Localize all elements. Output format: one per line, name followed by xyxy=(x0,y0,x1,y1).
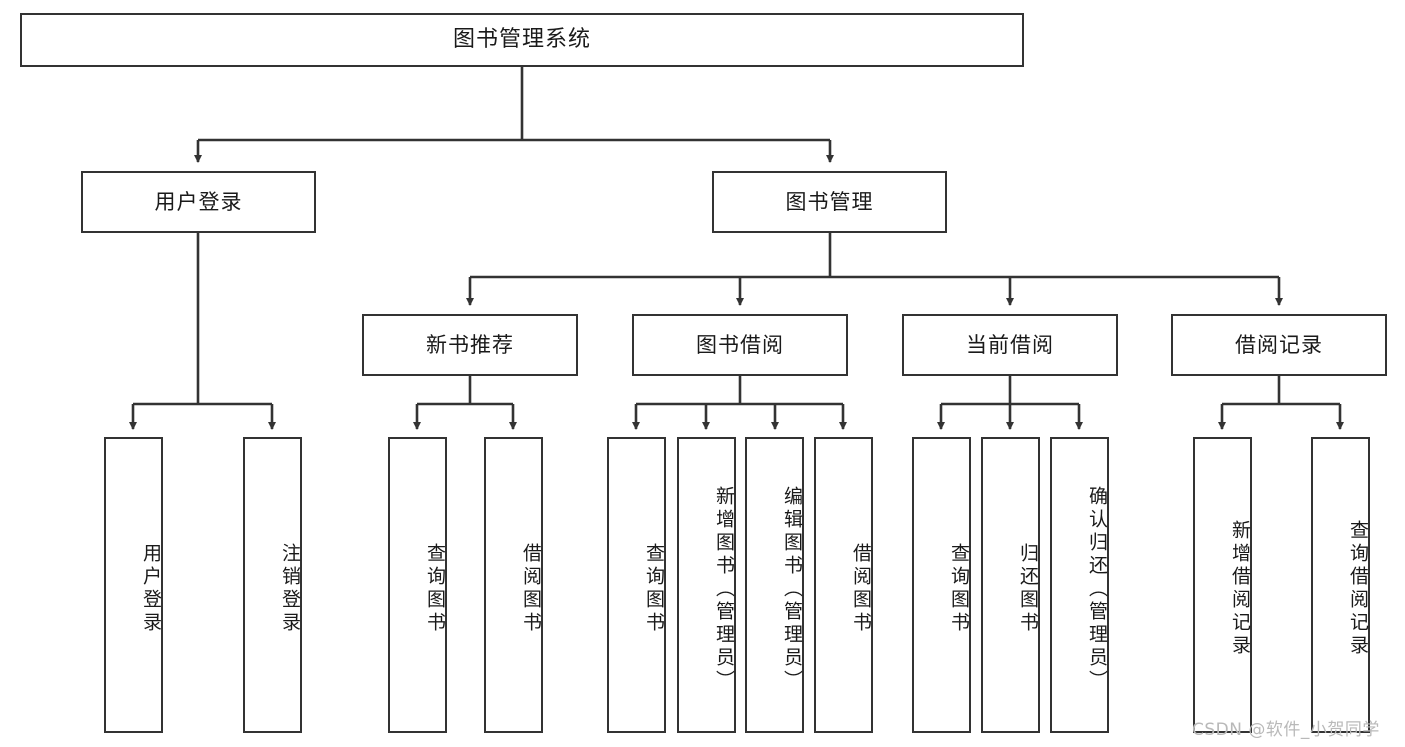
node-borrow-record[interactable]: 借阅记录 xyxy=(1171,314,1387,376)
leaf-recommend-borrow-book[interactable]: 借阅图书 xyxy=(484,437,543,733)
node-label: 编辑图书（管理员） xyxy=(781,485,803,693)
node-label: 查询图书 xyxy=(948,543,970,635)
node-label: 图书管理系统 xyxy=(452,27,591,53)
node-label: 新书推荐 xyxy=(426,332,514,357)
leaf-borrow-edit-book[interactable]: 编辑图书（管理员） xyxy=(745,437,804,733)
node-current-borrow[interactable]: 当前借阅 xyxy=(902,314,1118,376)
node-label: 注销登录 xyxy=(279,543,301,635)
node-label: 用户登录 xyxy=(154,189,243,214)
node-user-login[interactable]: 用户登录 xyxy=(81,171,316,233)
node-root-system[interactable]: 图书管理系统 xyxy=(20,13,1024,67)
leaf-borrow-borrow-book[interactable]: 借阅图书 xyxy=(814,437,873,733)
leaf-user-login-signin[interactable]: 用户登录 xyxy=(104,437,163,733)
leaf-borrow-query-book[interactable]: 查询图书 xyxy=(607,437,666,733)
node-label: 新增借阅记录 xyxy=(1229,520,1251,658)
node-new-book-recommend[interactable]: 新书推荐 xyxy=(362,314,578,376)
node-label: 确认归还（管理员） xyxy=(1086,485,1108,693)
node-label: 用户登录 xyxy=(140,543,162,635)
leaf-borrow-add-book[interactable]: 新增图书（管理员） xyxy=(677,437,736,733)
csdn-watermark: CSDN @软件_小贺同学 xyxy=(1192,720,1380,740)
node-label: 新增图书（管理员） xyxy=(713,485,735,693)
node-label: 图书借阅 xyxy=(696,332,784,357)
node-label: 归还图书 xyxy=(1017,543,1039,635)
node-book-management[interactable]: 图书管理 xyxy=(712,171,947,233)
node-label: 借阅图书 xyxy=(850,543,872,635)
node-label: 图书管理 xyxy=(785,189,874,214)
leaf-recommend-query-book[interactable]: 查询图书 xyxy=(388,437,447,733)
leaf-current-return-book[interactable]: 归还图书 xyxy=(981,437,1040,733)
node-label: 查询图书 xyxy=(424,543,446,635)
leaf-user-login-signout[interactable]: 注销登录 xyxy=(243,437,302,733)
leaf-record-add-record[interactable]: 新增借阅记录 xyxy=(1193,437,1252,733)
node-label: 当前借阅 xyxy=(966,332,1054,357)
leaf-record-query-record[interactable]: 查询借阅记录 xyxy=(1311,437,1370,733)
node-label: 查询图书 xyxy=(643,543,665,635)
leaf-current-confirm-return[interactable]: 确认归还（管理员） xyxy=(1050,437,1109,733)
leaf-current-query-book[interactable]: 查询图书 xyxy=(912,437,971,733)
node-label: 借阅记录 xyxy=(1235,332,1323,357)
node-label: 查询借阅记录 xyxy=(1347,520,1369,658)
node-book-borrow[interactable]: 图书借阅 xyxy=(632,314,848,376)
node-label: 借阅图书 xyxy=(520,543,542,635)
